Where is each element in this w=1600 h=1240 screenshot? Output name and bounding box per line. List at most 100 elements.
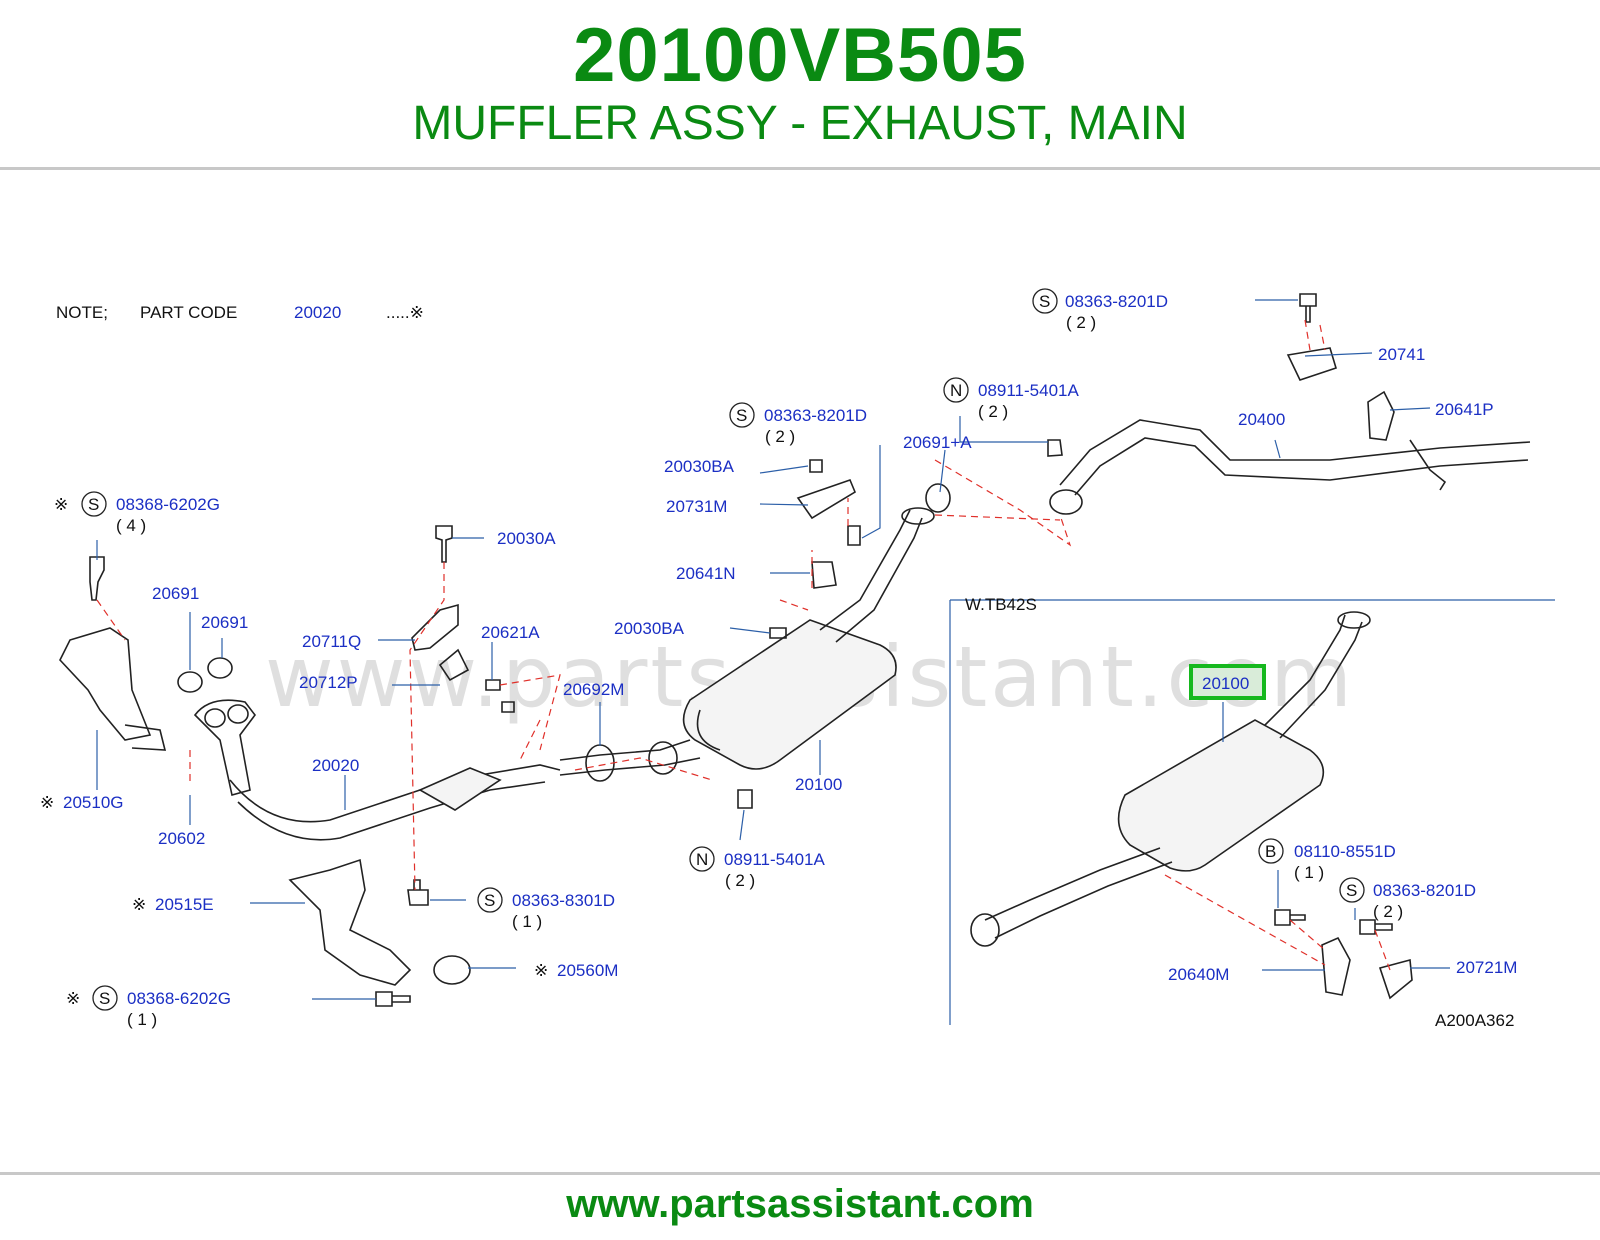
label-20030ba-mid[interactable]: 20030BA (614, 619, 685, 638)
label-08368-6202g-bot[interactable]: 08368-6202G (127, 989, 231, 1008)
label-08363-8201d-inset[interactable]: 08363-8201D (1373, 881, 1476, 900)
qty-08911-5401a-top: ( 2 ) (978, 402, 1008, 421)
label-20510g[interactable]: 20510G (63, 793, 124, 812)
svg-text:N: N (950, 381, 962, 400)
footer-url[interactable]: www.partsassistant.com (566, 1182, 1034, 1226)
leader (759, 465, 809, 474)
label-20100-main[interactable]: 20100 (795, 775, 842, 794)
center-pipe-a (559, 739, 691, 761)
label-20691a[interactable]: 20691+A (903, 433, 972, 452)
dash-line (519, 719, 541, 761)
nut-08911-bot (737, 789, 753, 809)
footer-divider (0, 1172, 1600, 1175)
label-08363-8201d-mid[interactable]: 08363-8201D (764, 406, 867, 425)
label-20721m[interactable]: 20721M (1456, 958, 1517, 977)
bolt-08363-top (1299, 293, 1317, 323)
svg-text:B: B (1265, 842, 1276, 861)
ref-mark: ※ (534, 961, 548, 980)
svg-text:S: S (88, 495, 99, 514)
qty-08110-8551d: ( 1 ) (1294, 863, 1324, 882)
qty-08363-8201d-top: ( 2 ) (1066, 313, 1096, 332)
qty-08368-6202g-bot: ( 1 ) (127, 1010, 157, 1029)
inset-muffler-shape (1117, 719, 1325, 872)
leader (861, 445, 881, 539)
flange-20400 (1049, 489, 1083, 515)
leader (739, 809, 745, 841)
label-08110-8551d[interactable]: 08110-8551D (1294, 842, 1396, 861)
label-20515e[interactable]: 20515E (155, 895, 214, 914)
inset-flange-top (1337, 611, 1371, 629)
leader (939, 449, 946, 493)
qty-08911-5401a-bot: ( 2 ) (725, 871, 755, 890)
page-header: 20100VB505 MUFFLER ASSY - EXHAUST, MAIN (0, 0, 1600, 170)
part-number-title: 20100VB505 (573, 13, 1027, 98)
bracket-20712p (438, 648, 470, 682)
ref-mark: ※ (132, 895, 146, 914)
dash-line (1304, 319, 1326, 351)
leader (759, 503, 809, 506)
label-08368-6202g-top[interactable]: 08368-6202G (116, 495, 220, 514)
inset-outlet-pipe-b (994, 861, 1173, 939)
rubber-20641p (1367, 390, 1395, 441)
inset-label: W.TB42S (965, 595, 1037, 614)
dash-line (499, 674, 561, 751)
ref-mark: ※ (66, 989, 80, 1008)
qty-08363-8201d-mid: ( 2 ) (765, 427, 795, 446)
inset-inlet-pipe-a (1264, 614, 1346, 726)
label-20100-highlight[interactable]: 20100 (1202, 674, 1249, 693)
gasket-20691-a (177, 671, 203, 693)
manifold-port-b (227, 704, 249, 724)
svg-text:S: S (1039, 292, 1050, 311)
heat-shield-20515e (288, 858, 412, 986)
svg-text:N: N (696, 850, 708, 869)
label-08363-8301d[interactable]: 08363-8301D (512, 891, 615, 910)
symbol-s-08368-bot: S (92, 985, 118, 1011)
leader (1304, 352, 1373, 357)
symbol-s-08363-8301d: S (477, 887, 503, 913)
hanger-20641n (811, 561, 837, 589)
label-20020[interactable]: 20020 (312, 756, 359, 775)
dash-line (409, 562, 445, 891)
part-code-label: PART CODE (140, 303, 237, 322)
svg-text:S: S (736, 406, 747, 425)
label-20741[interactable]: 20741 (1378, 345, 1425, 364)
note-label: NOTE; (56, 303, 108, 322)
gasket-20691a (925, 483, 951, 513)
label-08363-8201d-top[interactable]: 08363-8201D (1065, 292, 1168, 311)
label-20712p[interactable]: 20712P (299, 673, 358, 692)
label-20560m[interactable]: 20560M (557, 961, 618, 980)
symbol-b-08110: B (1258, 838, 1284, 864)
svg-text:S: S (99, 989, 110, 1008)
gasket-20691-b (207, 657, 233, 679)
label-20711q[interactable]: 20711Q (302, 632, 361, 651)
label-20030ba-top[interactable]: 20030BA (664, 457, 735, 476)
tail-pipe-20400-a (1059, 419, 1531, 486)
muffler-inlet-pipe-b (835, 517, 923, 643)
label-20692m[interactable]: 20692M (563, 680, 624, 699)
bracket-20731m (796, 478, 857, 520)
part-code-value[interactable]: 20020 (294, 303, 341, 322)
inset-bolt-08363 (1359, 919, 1393, 935)
label-08911-5401a-top[interactable]: 08911-5401A (978, 381, 1079, 400)
muffler-end-shape (696, 709, 721, 751)
heat-shield-tip (124, 724, 167, 751)
sensor-20621a (485, 679, 515, 713)
qty-08363-8301d: ( 1 ) (512, 912, 542, 931)
leader (959, 416, 1048, 443)
part-name-subtitle: MUFFLER ASSY - EXHAUST, MAIN (412, 97, 1188, 150)
label-20691-b[interactable]: 20691 (201, 613, 248, 632)
label-20400[interactable]: 20400 (1238, 410, 1285, 429)
label-20640m[interactable]: 20640M (1168, 965, 1229, 984)
label-20602[interactable]: 20602 (158, 829, 205, 848)
symbol-s-08368-top: S (81, 491, 107, 517)
label-20641n[interactable]: 20641N (676, 564, 736, 583)
label-20691-a[interactable]: 20691 (152, 584, 199, 603)
label-20731m[interactable]: 20731M (666, 497, 727, 516)
label-20621a[interactable]: 20621A (481, 623, 540, 642)
label-20030a[interactable]: 20030A (497, 529, 556, 548)
qty-08363-8201d-inset: ( 2 ) (1373, 902, 1403, 921)
label-08911-5401a-bot[interactable]: 08911-5401A (724, 850, 825, 869)
label-20641p[interactable]: 20641P (1435, 400, 1494, 419)
symbol-n-08911-top: N (943, 377, 969, 403)
ref-mark: ※ (54, 495, 68, 514)
